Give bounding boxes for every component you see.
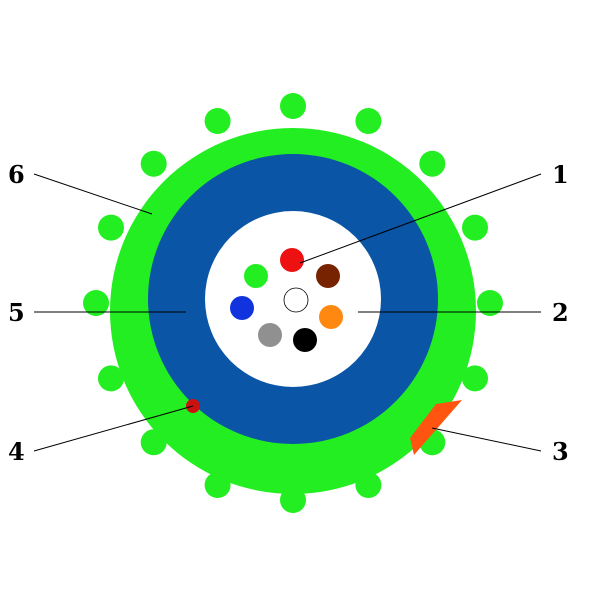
red-fiber-icon (280, 248, 304, 272)
jacket-rib (98, 214, 124, 241)
fiber-bundle (230, 248, 343, 352)
callout-label-6: 6 (8, 160, 25, 189)
callout-label-4: 4 (8, 437, 25, 466)
jacket-rib (140, 150, 167, 177)
leader-line-6 (33, 173, 153, 215)
callout-label-1: 1 (552, 160, 569, 189)
callout-labels: 1 2 3 4 5 6 (8, 160, 569, 466)
leader-lines (33, 173, 542, 452)
marker-stripe (410, 400, 462, 455)
jacket-rib (98, 365, 124, 392)
callout-label-5: 5 (8, 298, 25, 327)
black-fiber-icon (293, 328, 317, 352)
green-fiber-icon (244, 264, 268, 288)
gray-fiber-icon (258, 323, 282, 347)
brown-fiber-icon (316, 264, 340, 288)
white-center-fiber-icon (283, 287, 309, 313)
jacket-rib (355, 108, 382, 134)
jacket-rib (462, 365, 488, 392)
callout-label-3: 3 (552, 437, 569, 466)
jacket-rib (419, 150, 446, 177)
jacket-rib (204, 108, 231, 134)
callout-label-2: 2 (552, 298, 569, 327)
jacket-rib (83, 290, 109, 316)
leader-line-3 (431, 427, 542, 452)
jacket-rib (280, 93, 306, 119)
leader-line-1 (299, 173, 542, 264)
orange-fiber-icon (319, 305, 343, 329)
jacket-rib (462, 214, 488, 241)
blue-fiber-icon (230, 296, 254, 320)
leader-line-4 (33, 405, 194, 452)
jacket-rib (477, 290, 503, 316)
